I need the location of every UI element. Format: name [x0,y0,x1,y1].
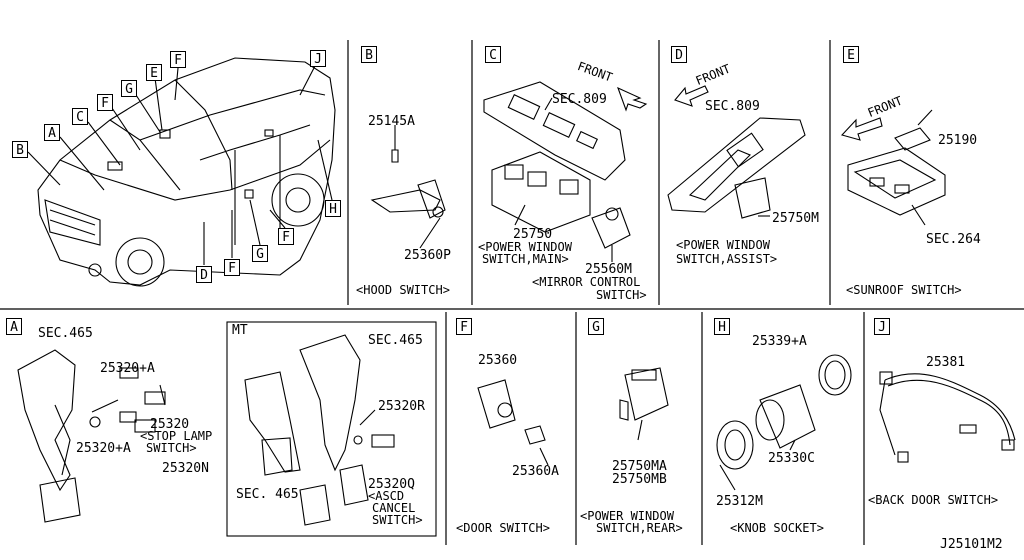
power-window-rear-art [619,367,669,441]
part-number: 25320Q [368,477,415,492]
part-number: 25320N [162,461,209,476]
part-number: 25750M [772,211,819,226]
part-number: 25360 [478,353,518,368]
section-label-h: H [714,318,730,335]
vehicle-callout: D [196,266,212,283]
caption-back-door-switch: <BACK DOOR SWITCH> [868,493,999,507]
section-label-c: C [485,46,501,63]
door-switch-art [477,379,549,466]
sec-reference: SEC.264 [926,232,981,247]
part-number: 25360P [404,248,451,263]
section-label-g: G [588,318,604,335]
part-number: 25190 [938,133,978,148]
caption-mirror-control: <MIRROR CONTROL [532,275,641,289]
part-number: 25339+A [752,334,807,349]
power-window-main-art [483,81,648,262]
vehicle-callout: F [170,51,186,68]
caption-power-window-assist: <POWER WINDOW [676,238,770,252]
vehicle-callout: F [224,259,240,276]
caption-power-window-rear: SWITCH,REAR> [596,521,683,535]
part-number: 25320 [150,417,190,432]
caption-ascd: CANCEL [372,501,416,515]
vehicle-callout: B [12,141,28,158]
sec-reference: SEC.809 [552,92,607,107]
caption-sunroof-switch: <SUNROOF SWITCH> [846,283,962,297]
section-label-a: A [6,318,22,335]
back-door-harness-art [879,371,1016,463]
knob-socket-art [716,354,852,491]
vehicle-callout: J [310,50,326,67]
sec-reference: SEC. 465 [236,487,299,502]
sec-reference: SEC.809 [705,99,760,114]
part-number: 25320+A [76,441,131,456]
caption-ascd: <ASCD [368,489,405,503]
vehicle-callout: F [278,228,294,245]
part-number: 25381 [926,355,966,370]
vehicle-callout: E [146,64,162,81]
section-label-f: F [456,318,472,335]
drawing-number: J25101M2 [940,537,1003,552]
section-label-d: D [671,46,687,63]
part-number: 25320R [378,399,425,414]
section-label-e: E [843,46,859,63]
part-number: 25330C [768,451,815,466]
hood-switch-art [370,125,446,249]
part-number: 25750 [513,227,553,242]
caption-ascd: SWITCH> [372,513,423,527]
sec-reference: SEC.465 [38,326,93,341]
vehicle-callout: C [72,108,88,125]
part-number: 25750MB [612,472,667,487]
sec-reference: SEC.465 [368,333,423,348]
ascd-art [226,321,437,537]
part-number: 25750MA [612,459,667,474]
vehicle-callout: H [325,200,341,217]
caption-knob-socket: <KNOB SOCKET> [730,521,824,535]
caption-power-window-main: SWITCH,MAIN> [482,252,569,266]
stop-lamp-art [17,349,166,523]
part-number: 25560M [585,262,632,277]
section-label-j: J [874,318,890,335]
power-window-assist-art [667,85,806,219]
vehicle-callout: A [44,124,60,141]
section-label-mt: MT [232,323,248,338]
section-label-b: B [361,46,377,63]
part-number: 25312M [716,494,763,509]
vehicle-callout: G [252,245,268,262]
part-number: 25320+A [100,361,155,376]
caption-power-window-assist: SWITCH,ASSIST> [676,252,778,266]
vehicle-illustration [27,57,336,287]
part-number: 25360A [512,464,559,479]
caption-stop-lamp: <STOP LAMP [140,429,213,443]
vehicle-callout: F [97,94,113,111]
caption-mirror-control: SWITCH> [596,288,647,302]
sunroof-switch-art [840,109,946,226]
part-number: 25145A [368,114,415,129]
caption-power-window-main: <POWER WINDOW [478,240,572,254]
caption-door-switch: <DOOR SWITCH> [456,521,550,535]
vehicle-callout: G [121,80,137,97]
caption-hood-switch: <HOOD SWITCH> [356,283,450,297]
caption-power-window-rear: <POWER WINDOW [580,509,674,523]
caption-stop-lamp: SWITCH> [146,441,197,455]
